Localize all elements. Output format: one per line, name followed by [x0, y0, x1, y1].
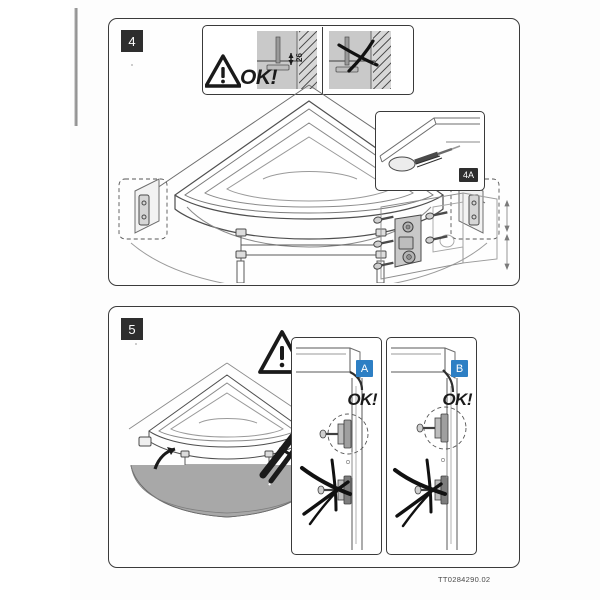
wall-hatching	[373, 31, 391, 89]
bracket-screw-exploded-detail	[373, 192, 510, 280]
photo-correct-clearance: 26	[257, 31, 317, 89]
inset-divider	[322, 27, 324, 95]
callout-badge-4a: 4A	[459, 168, 478, 182]
bracket-detail-b	[391, 347, 467, 550]
upper-clamp	[416, 413, 449, 443]
step4-inset-group: 26 OK!	[202, 25, 414, 95]
drain-connector-detail	[379, 117, 480, 172]
callout-4a-frame: 4A	[375, 111, 485, 191]
step-number-badge-4: 4	[121, 30, 143, 52]
install-direction-arrows	[153, 447, 301, 470]
screw-set	[373, 211, 448, 270]
step-number-badge-5: 5	[121, 318, 143, 340]
prohibition-cross	[393, 458, 447, 528]
document-code: TT0284290.02	[438, 575, 491, 584]
photo-incorrect-clearance	[329, 31, 391, 89]
ok-label-step4: OK!	[240, 66, 278, 89]
prohibition-cross	[300, 458, 352, 526]
binding-edge	[74, 8, 78, 126]
inset-option-b: B OK!	[386, 337, 477, 555]
metal-bracket	[394, 214, 422, 268]
ok-label-option-a: OK!	[347, 390, 377, 409]
clearance-dimension-label: 26	[294, 53, 304, 62]
scan-speck	[131, 64, 133, 66]
ok-label-option-b: OK!	[442, 390, 472, 409]
step-panel-5: 5	[108, 306, 520, 568]
scan-speck	[135, 343, 137, 345]
wall-hatching	[299, 31, 317, 89]
warning-triangle-icon	[205, 54, 241, 88]
option-badge-b: B	[451, 360, 468, 377]
left-wall-bracket-callout	[118, 178, 168, 240]
option-badge-a: A	[356, 360, 373, 377]
page-left-margin	[0, 0, 70, 600]
bracket-detail-a	[296, 347, 369, 550]
inset-option-a: A OK!	[291, 337, 382, 555]
step-panel-4: 4	[108, 18, 520, 286]
upper-clamp	[319, 419, 352, 449]
dimension-lines	[504, 199, 510, 271]
